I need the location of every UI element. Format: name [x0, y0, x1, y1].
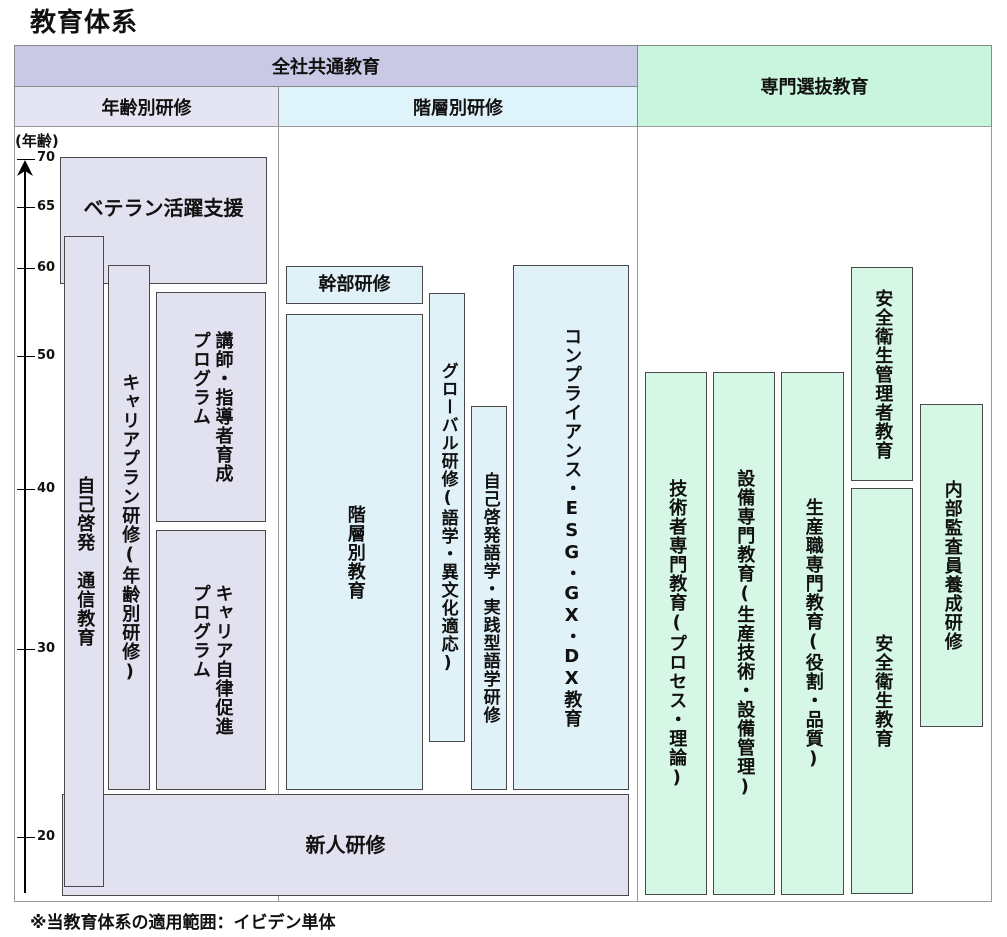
program-engineer: 技術者専門教育(プロセス・理論): [645, 372, 707, 895]
program-career-plan: キャリアプラン研修(年齢別研修): [108, 265, 150, 790]
program-safety: 安全衛生教育: [851, 488, 913, 894]
tick-label: 50: [37, 348, 56, 363]
footnote: ※当教育体系の適用範囲：イビデン単体: [30, 913, 336, 933]
program-executive-label: 幹部研修: [318, 273, 391, 295]
program-safety-manager-label: 安全衛生管理者教育: [872, 288, 894, 460]
tick-mark: [17, 207, 35, 208]
age-axis-line: [24, 165, 26, 893]
tick-mark: [17, 356, 35, 357]
tick-label: 60: [37, 260, 56, 275]
tick-label: 70: [37, 150, 56, 165]
program-career-plan-label: キャリアプラン研修(年齢別研修): [119, 372, 141, 683]
program-self-development-label: 自己啓発 通信教育: [74, 476, 96, 647]
program-audit-label: 内部監査員養成研修: [941, 480, 963, 651]
program-global: グローバル研修(語学・異文化適応): [429, 293, 465, 742]
program-safety-label: 安全衛生教育: [872, 634, 894, 748]
program-compliance-label: コンプライアンス・ESG・GX・DX教育: [561, 327, 583, 728]
program-new-hire-label: 新人研修: [305, 832, 386, 857]
program-language-label: 自己啓発語学・実践型語学研修: [479, 472, 500, 724]
program-new-hire: 新人研修: [62, 794, 629, 896]
program-executive: 幹部研修: [286, 266, 423, 304]
program-production: 生産職専門教育(役割・品質): [781, 372, 844, 895]
header-by-level: 階層別研修: [278, 86, 638, 127]
program-career-autonomy-label: キャリア自律促進プログラム: [190, 584, 234, 736]
header-company-wide: 全社共通教育: [14, 45, 638, 87]
tick-mark: [17, 159, 35, 160]
tick-label: 20: [37, 829, 56, 844]
program-production-label: 生産職専門教育(役割・品質): [802, 497, 824, 770]
tick-mark: [17, 649, 35, 650]
program-hierarchy-label: 階層別教育: [344, 504, 366, 600]
program-global-label: グローバル研修(語学・異文化適応): [437, 361, 458, 674]
tick-mark: [17, 837, 35, 838]
program-equipment: 設備専門教育(生産技術・設備管理): [713, 372, 775, 895]
header-specialized: 専門選抜教育: [637, 45, 992, 127]
program-equipment-label: 設備専門教育(生産技術・設備管理): [734, 469, 756, 798]
header-by-age: 年齢別研修: [14, 86, 279, 127]
program-audit: 内部監査員養成研修: [920, 404, 983, 727]
program-veteran-label: ベテラン活躍支援: [83, 196, 244, 220]
program-safety-manager: 安全衛生管理者教育: [851, 267, 913, 481]
program-instructor-label: 講師・指導者育成プログラム: [190, 331, 234, 483]
axis-arrow-icon: [17, 160, 33, 176]
tick-mark: [17, 268, 35, 269]
program-career-autonomy: キャリア自律促進プログラム: [156, 530, 266, 790]
tick-label: 65: [37, 199, 56, 214]
program-hierarchy: 階層別教育: [286, 314, 423, 790]
program-compliance: コンプライアンス・ESG・GX・DX教育: [513, 265, 629, 790]
tick-label: 40: [37, 481, 56, 496]
program-self-development: 自己啓発 通信教育: [64, 236, 104, 887]
program-engineer-label: 技術者専門教育(プロセス・理論): [666, 478, 688, 789]
tick-label: 30: [37, 641, 56, 656]
program-instructor: 講師・指導者育成プログラム: [156, 292, 266, 522]
page-title: 教育体系: [30, 8, 139, 38]
program-language: 自己啓発語学・実践型語学研修: [471, 406, 507, 790]
tick-mark: [17, 489, 35, 490]
axis-label: (年齢): [15, 132, 59, 150]
